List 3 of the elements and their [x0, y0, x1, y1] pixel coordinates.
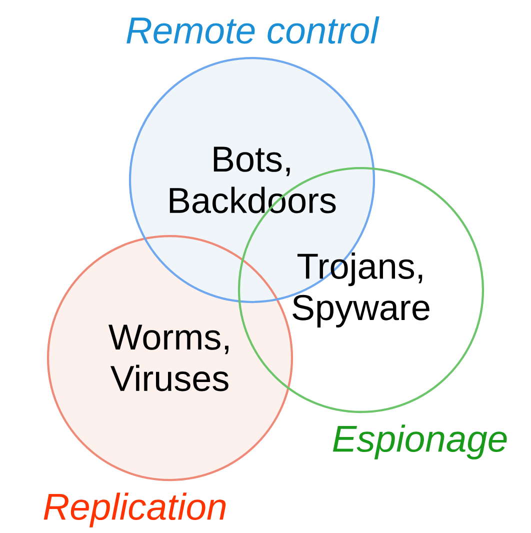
circle-heading: Remote control: [126, 16, 380, 44]
circle-heading: Espionage: [332, 424, 507, 460]
circle-heading: Replication: [44, 492, 226, 528]
